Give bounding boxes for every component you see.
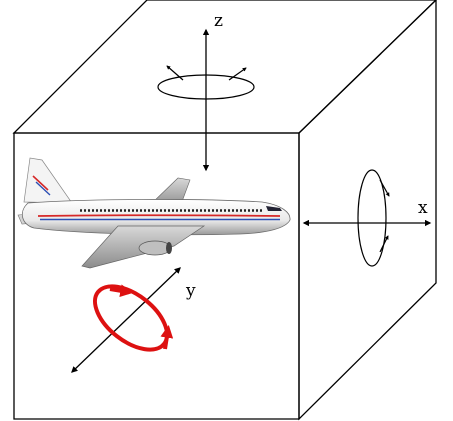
x-rotation-arrow-bottom xyxy=(379,235,389,253)
cube-top-face xyxy=(12,0,437,134)
y-axis: y xyxy=(71,267,196,373)
x-axis: x xyxy=(302,169,432,267)
x-rotation-arrow-top xyxy=(379,179,390,197)
y-rotation-arrow-bottom xyxy=(160,324,174,350)
x-axis-label: x xyxy=(418,198,428,218)
z-rotation-ring xyxy=(157,74,255,100)
y-axis-label: y xyxy=(185,281,196,301)
airplane-icon xyxy=(17,157,291,269)
z-axis-label: z xyxy=(214,11,223,31)
cube-right-face xyxy=(298,0,437,421)
y-axis-arrow xyxy=(71,267,181,373)
y-rotation-arrow-top xyxy=(109,284,134,298)
z-axis: z xyxy=(157,11,255,172)
cube-front-face xyxy=(13,132,300,420)
z-rotation-arrow-left xyxy=(166,65,184,81)
x-rotation-ring xyxy=(357,169,387,267)
z-rotation-arrow-right xyxy=(228,67,247,81)
